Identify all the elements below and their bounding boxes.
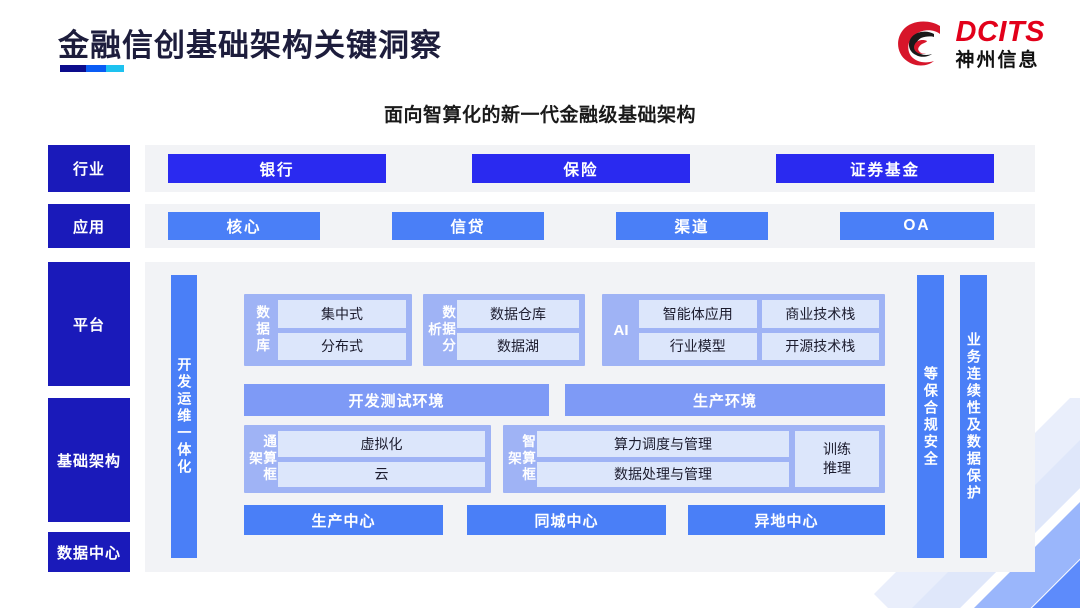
- cell-training-inference[interactable]: 训练 推理: [795, 431, 879, 487]
- dcits-swirl-icon: [897, 21, 940, 66]
- cell-open-source-tech-stack[interactable]: 开源技术栈: [761, 332, 879, 360]
- cell-industry-model[interactable]: 行业模型: [639, 332, 757, 360]
- cell-compute-scheduling-management[interactable]: 算力调度与管理: [537, 431, 789, 457]
- group-intelligent-compute-framework: 智算框架 算力调度与管理 数据处理与管理 训练 推理: [503, 425, 885, 493]
- sidebar-label: 基础架构: [56, 452, 121, 470]
- page-title: 金融信创基础架构关键洞察: [58, 28, 442, 63]
- cell-centralized[interactable]: 集中式: [278, 300, 406, 328]
- box-label: OA: [903, 217, 931, 234]
- env-bar-production[interactable]: 生产环境: [565, 384, 885, 416]
- box-label: 开发测试环境: [348, 392, 445, 410]
- box-label: 生产中心: [311, 512, 376, 530]
- cell-agent-application[interactable]: 智能体应用: [639, 300, 757, 328]
- sidebar-label: 数据中心: [56, 544, 121, 562]
- box-label: 同城中心: [534, 512, 599, 530]
- group-label: 数据分析: [426, 305, 456, 355]
- group-label: 通算框架: [247, 434, 277, 484]
- box-label: 生产环境: [692, 392, 757, 410]
- application-box-credit[interactable]: 信贷: [392, 212, 544, 240]
- group-database: 数据库 集中式 分布式: [244, 294, 412, 366]
- group-label: 智算框架: [506, 434, 536, 484]
- group-ai: AI 智能体应用 商业技术栈 行业模型 开源技术栈: [602, 294, 885, 366]
- diagram-subtitle: 面向智算化的新一代金融级基础架构: [383, 105, 696, 126]
- logo-en-text: DCITS: [955, 16, 1045, 48]
- box-label: 信贷: [450, 219, 486, 236]
- datacenter-box-remote[interactable]: 异地中心: [688, 505, 885, 535]
- sidebar-item-industry[interactable]: 行业: [48, 145, 130, 192]
- cell-data-warehouse[interactable]: 数据仓库: [457, 300, 579, 328]
- pillar-business-continuity-data-protection[interactable]: 业务连续性及数据保护: [960, 275, 987, 558]
- cell-cloud[interactable]: 云: [278, 461, 485, 487]
- sidebar-item-application[interactable]: 应用: [48, 204, 130, 248]
- cell-virtualization[interactable]: 虚拟化: [278, 431, 485, 457]
- pillar-label: 等保合规安全: [922, 365, 939, 468]
- sidebar-label: 应用: [72, 218, 105, 236]
- group-label: AI: [613, 321, 629, 339]
- group-data-analytics: 数据分析 数据仓库 数据湖: [423, 294, 585, 366]
- cell-data-processing-management[interactable]: 数据处理与管理: [537, 461, 789, 487]
- slide-header: 金融信创基础架构关键洞察 DCITS 神州信息: [0, 0, 1080, 92]
- sidebar-label: 平台: [72, 316, 105, 334]
- box-label: 渠道: [674, 219, 710, 236]
- application-box-oa[interactable]: OA: [840, 212, 994, 240]
- dcits-logo: DCITS 神州信息: [896, 18, 1046, 70]
- application-box-core[interactable]: 核心: [168, 212, 320, 240]
- cell-distributed[interactable]: 分布式: [278, 332, 406, 360]
- sidebar-label: 行业: [72, 161, 105, 178]
- sidebar-item-platform[interactable]: 平台: [48, 262, 130, 386]
- pillar-label: 业务连续性及数据保护: [965, 331, 982, 502]
- datacenter-box-metro[interactable]: 同城中心: [467, 505, 666, 535]
- box-label: 银行: [259, 161, 295, 179]
- industry-box-securities-fund[interactable]: 证券基金: [776, 154, 994, 183]
- cell-data-lake[interactable]: 数据湖: [457, 332, 579, 360]
- sidebar-item-infrastructure[interactable]: 基础架构: [48, 398, 130, 522]
- box-label: 保险: [563, 161, 599, 179]
- group-general-compute-framework: 通算框架 虚拟化 云: [244, 425, 491, 493]
- pillar-label: 开发运维一体化: [176, 357, 193, 476]
- datacenter-box-production[interactable]: 生产中心: [244, 505, 443, 535]
- group-label: 数据库: [254, 305, 270, 355]
- box-label: 异地中心: [754, 512, 819, 530]
- cell-commercial-tech-stack[interactable]: 商业技术栈: [761, 300, 879, 328]
- title-accent-bar: [60, 65, 124, 72]
- env-bar-dev-test[interactable]: 开发测试环境: [244, 384, 549, 416]
- pillar-devops-integration[interactable]: 开发运维一体化: [171, 275, 197, 558]
- industry-box-insurance[interactable]: 保险: [472, 154, 690, 183]
- pillar-compliance-security[interactable]: 等保合规安全: [917, 275, 944, 558]
- sidebar-item-data-center[interactable]: 数据中心: [48, 532, 130, 572]
- industry-box-bank[interactable]: 银行: [168, 154, 386, 183]
- box-label: 证券基金: [849, 161, 920, 179]
- box-label: 核心: [226, 219, 262, 236]
- logo-cn-text: 神州信息: [955, 50, 1040, 71]
- application-box-channel[interactable]: 渠道: [616, 212, 768, 240]
